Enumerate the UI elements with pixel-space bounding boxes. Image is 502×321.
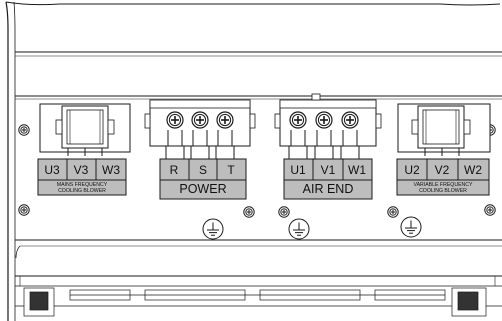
caption-line-2: COOLING BLOWER (419, 188, 467, 194)
screw-icon (191, 111, 209, 129)
terminal-label-v2: V2 (434, 163, 450, 177)
plug-icon (411, 105, 471, 149)
screw-icon (289, 111, 307, 129)
terminal-label-v1: V1 (320, 163, 336, 177)
terminal-label-v3: V3 (73, 163, 89, 177)
terminal-label-w3: W3 (102, 163, 120, 177)
cabinet-outline (5, 1, 502, 321)
screw-icon (341, 111, 359, 129)
panel-screw-icon (18, 204, 30, 216)
group-title-air-end: AIR END (302, 182, 354, 196)
caption-label-plate (396, 179, 490, 196)
caption-line-2: COOLING BLOWER (58, 188, 106, 194)
ground-icon (202, 218, 224, 240)
ground-symbols (202, 216, 422, 240)
plug-icon (55, 105, 115, 149)
screw-icon (216, 111, 234, 129)
terminal-label-s: S (198, 163, 207, 177)
terminal-label-t: T (227, 163, 235, 177)
panel-screw-icon (278, 206, 290, 218)
terminal-label-u1: U1 (290, 163, 306, 177)
ground-icon (288, 218, 310, 240)
screw-icon (166, 111, 184, 129)
caption-line-1: MAINS FREQUENCY (56, 182, 108, 188)
screw-terminal-power (144, 99, 256, 161)
ground-icon (400, 216, 422, 238)
terminal-label-r: R (169, 163, 179, 177)
screw-terminal-air-end (274, 93, 382, 161)
group-title-power: POWER (179, 182, 227, 196)
terminal-label-w2: W2 (464, 163, 482, 177)
screw-icon (315, 111, 333, 129)
plug-connector-mains (39, 103, 131, 156)
title-label-plate (283, 179, 373, 200)
terminal-label-u2: U2 (404, 163, 420, 177)
caption-line-1: VARIABLE FREQUENCY (413, 182, 473, 188)
panel-screw-icon (484, 204, 496, 216)
terminal-label-w1: W1 (348, 163, 366, 177)
panel-screw-icon (387, 206, 399, 218)
label-plates (37, 158, 490, 200)
panel-screw-icon (243, 206, 255, 218)
plug-connector-variable (397, 103, 491, 156)
terminal-label-u3: U3 (44, 163, 60, 177)
title-label-plate (159, 179, 247, 200)
panel-screw-icon (18, 124, 30, 136)
bottom-rail (23, 287, 487, 317)
caption-label-plate (37, 179, 127, 196)
